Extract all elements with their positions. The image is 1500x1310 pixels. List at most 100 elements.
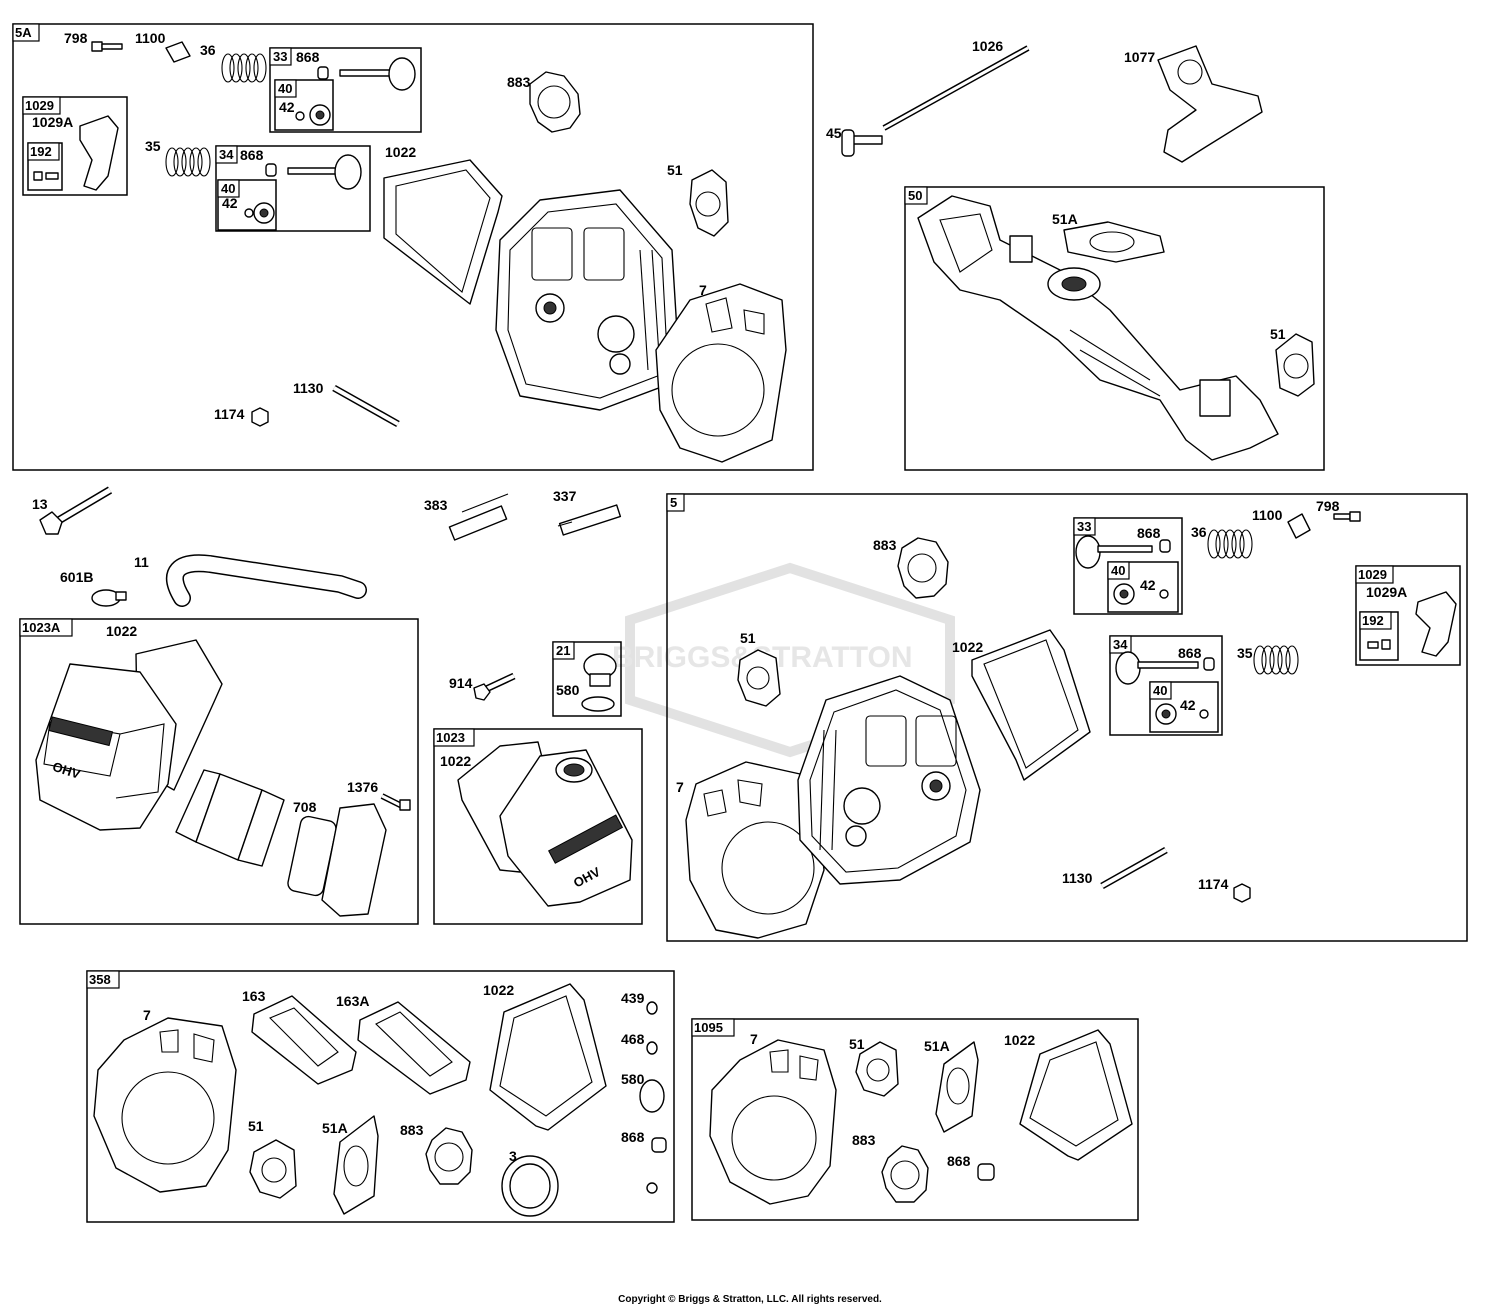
hose-11-icon[interactable] — [166, 554, 367, 607]
head-gasket-7-icon[interactable] — [93, 1017, 237, 1193]
gasket-883-icon[interactable] — [425, 1127, 473, 1185]
cylinder-head-icon[interactable] — [797, 675, 981, 885]
callout-798[interactable]: 798 — [1316, 498, 1340, 514]
callout-1376[interactable]: 1376 — [347, 779, 378, 795]
box-tag-1029[interactable]: 1029 — [25, 98, 54, 113]
callout-1022[interactable]: 1022 — [952, 639, 983, 655]
callout-51[interactable]: 51 — [667, 162, 683, 178]
callout-798[interactable]: 798 — [64, 30, 88, 46]
callout-3[interactable]: 3 — [509, 1148, 517, 1164]
bolt-914-icon[interactable] — [473, 672, 516, 701]
oil-seal-3-icon[interactable] — [501, 1155, 559, 1217]
box-tag-40[interactable]: 40 — [1111, 563, 1125, 578]
retainer-42-icon[interactable] — [1199, 709, 1209, 719]
callout-883[interactable]: 883 — [852, 1132, 876, 1148]
spark-plug-337-icon[interactable] — [557, 504, 622, 536]
box-tag-1023[interactable]: 1023 — [436, 730, 465, 745]
rocker-arm-1029A-icon[interactable] — [1415, 591, 1457, 657]
callout-42[interactable]: 42 — [222, 195, 238, 211]
valve-seal-868-icon[interactable] — [977, 1163, 995, 1181]
callout-1022[interactable]: 1022 — [440, 753, 471, 769]
callout-42[interactable]: 42 — [1180, 697, 1196, 713]
box-tag-192[interactable]: 192 — [1362, 613, 1384, 628]
callout-883[interactable]: 883 — [507, 74, 531, 90]
box-tag-34[interactable]: 34 — [219, 147, 234, 162]
box-tag-1023A[interactable]: 1023A — [22, 620, 61, 635]
spring-35-icon[interactable] — [1253, 645, 1299, 675]
bolt-13-icon[interactable] — [39, 486, 113, 535]
callout-45[interactable]: 45 — [826, 125, 842, 141]
callout-601B[interactable]: 601B — [60, 569, 93, 585]
stud-1130-icon[interactable] — [1100, 846, 1168, 890]
callout-883[interactable]: 883 — [400, 1122, 424, 1138]
exhaust-valve-icon[interactable] — [287, 154, 362, 190]
cylinder-head-icon[interactable] — [495, 189, 681, 411]
o-ring-439-icon[interactable] — [646, 1001, 658, 1015]
rocker-cover-icon[interactable]: OHV — [35, 663, 177, 831]
callout-1130[interactable]: 1130 — [1062, 870, 1093, 886]
o-ring-468-icon[interactable] — [646, 1041, 658, 1055]
valve-rotator-40-icon[interactable] — [309, 104, 331, 126]
intake-valve-icon[interactable] — [339, 57, 416, 91]
gasket-51-icon[interactable] — [1275, 333, 1315, 397]
callout-7[interactable]: 7 — [143, 1007, 151, 1023]
callout-883[interactable]: 883 — [873, 537, 897, 553]
box-tag-33[interactable]: 33 — [1077, 519, 1091, 534]
oil-fill-cap-icon[interactable] — [583, 653, 617, 687]
callout-383[interactable]: 383 — [424, 497, 448, 513]
callout-1026[interactable]: 1026 — [972, 38, 1003, 54]
callout-868[interactable]: 868 — [240, 147, 264, 163]
gasket-883-icon[interactable] — [881, 1145, 929, 1203]
gasket-51A-icon[interactable] — [1063, 221, 1165, 263]
callout-51[interactable]: 51 — [740, 630, 756, 646]
o-ring-580-icon[interactable] — [581, 696, 615, 712]
callout-163[interactable]: 163 — [242, 988, 266, 1004]
bolt-1376-icon[interactable] — [380, 793, 411, 811]
valve-seal-868-icon[interactable] — [317, 66, 329, 80]
callout-868[interactable]: 868 — [621, 1129, 645, 1145]
nut-1174-icon[interactable] — [251, 407, 269, 427]
tappet-45-icon[interactable] — [841, 129, 883, 157]
gasket-883-icon[interactable] — [529, 71, 581, 133]
callout-914[interactable]: 914 — [449, 675, 473, 691]
push-rod-1026-icon[interactable] — [883, 46, 1029, 130]
gasket-51-icon[interactable] — [249, 1139, 297, 1199]
callout-1174[interactable]: 1174 — [214, 406, 245, 422]
callout-580[interactable]: 580 — [621, 1071, 645, 1087]
callout-51A[interactable]: 51A — [322, 1120, 348, 1136]
retainer-42-icon[interactable] — [295, 111, 305, 121]
head-gasket-7-icon[interactable] — [655, 283, 787, 463]
callout-35[interactable]: 35 — [1237, 645, 1253, 661]
callout-51A[interactable]: 51A — [1052, 211, 1078, 227]
box-tag-34[interactable]: 34 — [1113, 637, 1128, 652]
callout-51A[interactable]: 51A — [924, 1038, 950, 1054]
box-tag-40[interactable]: 40 — [221, 181, 235, 196]
head-gasket-7-icon[interactable] — [709, 1039, 837, 1205]
callout-51[interactable]: 51 — [1270, 326, 1286, 342]
stud-1130-icon[interactable] — [332, 384, 400, 428]
exhaust-valve-icon[interactable] — [1115, 651, 1199, 685]
box-tag-5[interactable]: 5 — [670, 495, 677, 510]
box-tag-33[interactable]: 33 — [273, 49, 287, 64]
callout-868[interactable]: 868 — [1178, 645, 1202, 661]
gasket-51Ab-icon[interactable] — [333, 1115, 379, 1215]
intake-manifold-icon[interactable] — [917, 195, 1279, 461]
callout-51[interactable]: 51 — [849, 1036, 865, 1052]
valve-seal-868-icon[interactable] — [651, 1137, 667, 1153]
callout-868[interactable]: 868 — [1137, 525, 1161, 541]
callout-13[interactable]: 13 — [32, 496, 48, 512]
box-tag-192[interactable]: 192 — [30, 144, 52, 159]
rocker-stud-1100-icon[interactable] — [1287, 513, 1311, 539]
box-tag-1095[interactable]: 1095 — [694, 1020, 723, 1035]
callout-7[interactable]: 7 — [699, 282, 707, 298]
retainer-42-icon[interactable] — [244, 208, 254, 218]
valve-seal-868-icon[interactable] — [1203, 657, 1215, 671]
box-tag-21[interactable]: 21 — [556, 643, 570, 658]
nut-1174-icon[interactable] — [1233, 883, 1251, 903]
spring-36-icon[interactable] — [221, 53, 267, 83]
callout-1100[interactable]: 1100 — [135, 30, 166, 46]
callout-1029A[interactable]: 1029A — [1366, 584, 1407, 600]
callout-36[interactable]: 36 — [200, 42, 216, 58]
sensor-383-icon[interactable] — [448, 493, 509, 541]
box-tag-50[interactable]: 50 — [908, 188, 922, 203]
